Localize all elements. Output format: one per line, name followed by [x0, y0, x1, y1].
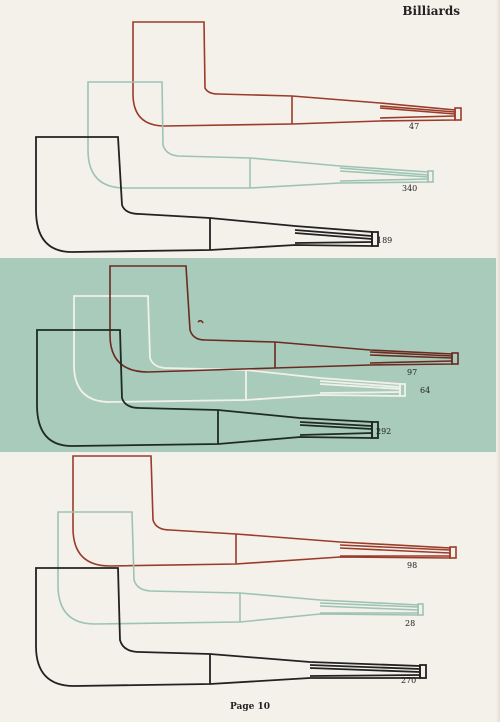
page-number: Page 10: [229, 702, 271, 712]
pipe-64-number: 64: [420, 386, 431, 395]
pipe-47-outline: [132, 21, 462, 127]
pipe-47-number: 47: [409, 122, 420, 131]
pipe-98-outline: [72, 455, 457, 567]
pipe-189-outline: [35, 136, 379, 253]
pipe-270-number: 270: [401, 676, 417, 685]
pipe-64-outline: [73, 295, 406, 403]
pipe-189-number: 189: [377, 236, 393, 245]
pipe-270-outline: [35, 567, 427, 687]
pipe-292-number: 292: [376, 427, 392, 436]
pipe-98-number: 98: [407, 561, 418, 570]
pipe-340-outline: [87, 81, 434, 189]
page-edge-shadow: [496, 0, 500, 722]
page-title: Billiards: [402, 4, 460, 18]
pipe-97-outline: [109, 265, 459, 373]
pipe-292-outline: [36, 329, 379, 447]
pipe-97-number: 97: [407, 368, 418, 377]
pipe-340-number: 340: [402, 184, 418, 193]
pipe-28-number: 28: [405, 619, 416, 628]
pipe-28-outline: [57, 511, 424, 625]
